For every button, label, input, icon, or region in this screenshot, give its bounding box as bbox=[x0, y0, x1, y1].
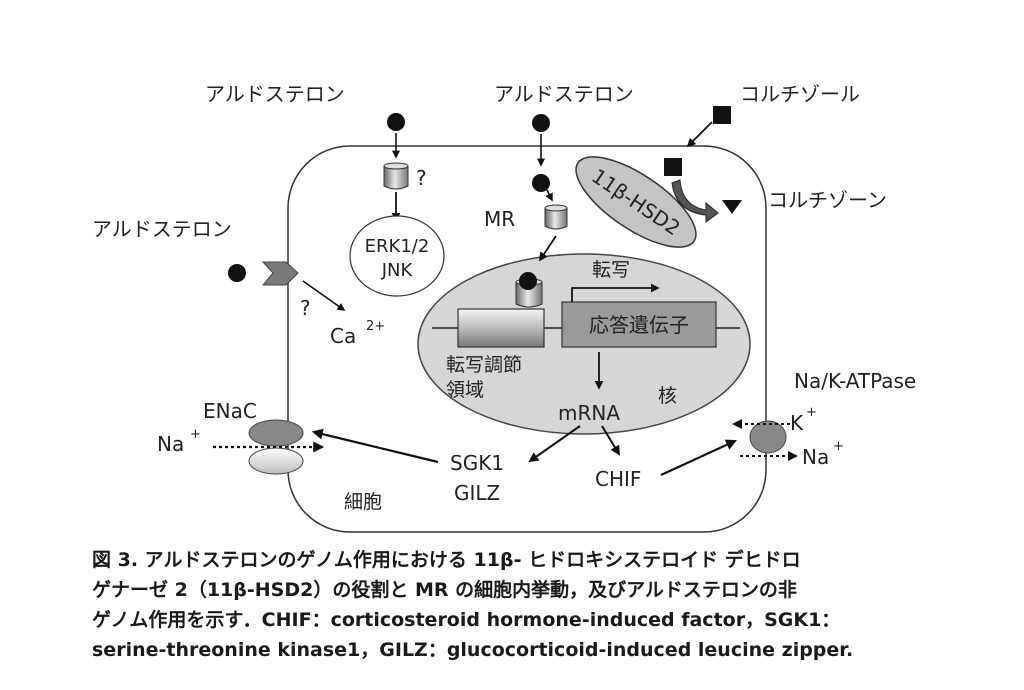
unknown-receptor-cylinder bbox=[383, 162, 409, 190]
erk-jnk-oval bbox=[349, 215, 445, 297]
k-label: K bbox=[790, 411, 804, 435]
transcription-label: 転写 bbox=[592, 259, 630, 281]
nucleus-label: 核 bbox=[658, 385, 677, 407]
question-mark-calcium: ? bbox=[300, 296, 311, 320]
figure-caption: 図 3. アルドステロンのゲノム作用における 11β- ヒドロキシステロイド デ… bbox=[92, 545, 972, 665]
arrow-sgk1-to-enac bbox=[311, 428, 439, 464]
caption-line-4: serine-threonine kinase1，GILZ：glucocorti… bbox=[92, 639, 854, 661]
response-gene-box bbox=[561, 301, 717, 348]
sgk1-label: SGK1 bbox=[450, 451, 504, 475]
aldosterone-label-center: アルドステロン bbox=[494, 82, 634, 106]
na-out-charge: + bbox=[833, 439, 844, 454]
atpase-pump bbox=[749, 420, 787, 454]
caption-line-1: 図 3. アルドステロンのゲノム作用における 11β- ヒドロキシステロイド デ… bbox=[92, 549, 801, 571]
arrow-aldo-to-mr bbox=[545, 189, 553, 202]
calcium-label: Ca bbox=[330, 324, 356, 348]
mrna-label: mRNA bbox=[558, 401, 620, 425]
aldosterone-molecule-left bbox=[387, 113, 405, 131]
aldosterone-molecule-center bbox=[532, 114, 550, 132]
cortisol-molecule-inside bbox=[664, 158, 682, 176]
atpase-label: Na/K-ATPase bbox=[794, 369, 916, 393]
na-in-charge: + bbox=[190, 427, 201, 442]
membrane-receptor-chevron bbox=[261, 261, 299, 286]
cortisol-label: コルチゾール bbox=[740, 82, 860, 106]
hsd2-enzyme bbox=[575, 156, 697, 248]
arrow-receptor-to-calcium bbox=[302, 280, 346, 311]
chif-label: CHIF bbox=[595, 467, 641, 491]
aldosterone-label-left: アルドステロン bbox=[205, 82, 345, 106]
aldosterone-action-diagram: 11β-HSD2 アルドステロン ? ERK1/2 JNK アルドステロン MR… bbox=[92, 82, 916, 533]
response-gene-label: 応答遺伝子 bbox=[589, 313, 689, 337]
aldosterone-molecule-side bbox=[228, 264, 246, 282]
mr-receptor-cylinder bbox=[544, 204, 568, 230]
mr-label: MR bbox=[484, 207, 515, 231]
calcium-charge-label: 2+ bbox=[366, 319, 385, 334]
gilz-label: GILZ bbox=[454, 481, 500, 505]
aldosterone-molecule-cytosol bbox=[532, 174, 550, 192]
arrow-mrna-to-sgk1 bbox=[528, 425, 581, 463]
k-charge: + bbox=[806, 405, 817, 420]
conversion-curved-arrow bbox=[671, 179, 719, 223]
enac-upper-subunit bbox=[248, 419, 304, 447]
cortisone-molecule bbox=[722, 200, 742, 214]
transcription-arrow bbox=[571, 283, 660, 302]
arrow-cortisol-into-cell bbox=[686, 121, 713, 148]
enac-lower-subunit bbox=[248, 447, 304, 475]
cell-label: 細胞 bbox=[344, 491, 382, 513]
cell-membrane bbox=[287, 145, 767, 533]
na-in-label: Na bbox=[157, 432, 184, 456]
enac-label: ENaC bbox=[203, 399, 257, 423]
cortisone-label: コルチゾーン bbox=[768, 188, 887, 212]
caption-line-2: ゲナーゼ 2（11β-HSD2）の役割と MR の細胞内挙動，及びアルドステロン… bbox=[92, 579, 797, 601]
erk-label: ERK1/2 bbox=[365, 236, 430, 257]
arrow-mrna-to-chif bbox=[601, 425, 621, 456]
caption-line-3: ゲノム作用を示す．CHIF：corticosteroid hormone-ind… bbox=[92, 609, 841, 631]
transcription-regulatory-region bbox=[457, 308, 545, 348]
aldosterone-label-side: アルドステロン bbox=[92, 217, 232, 241]
regulatory-region-label-line2: 領域 bbox=[446, 379, 484, 401]
na-out-label: Na bbox=[802, 445, 829, 469]
cortisol-molecule-outside bbox=[713, 106, 731, 124]
arrow-mr-to-nucleus bbox=[539, 235, 557, 262]
arrow-chif-to-atpase bbox=[660, 439, 737, 476]
mr-bound-to-dna bbox=[515, 272, 543, 308]
jnk-label: JNK bbox=[381, 260, 414, 281]
regulatory-region-label-line1: 転写調節 bbox=[446, 354, 522, 376]
question-mark-receptor: ? bbox=[416, 166, 427, 190]
